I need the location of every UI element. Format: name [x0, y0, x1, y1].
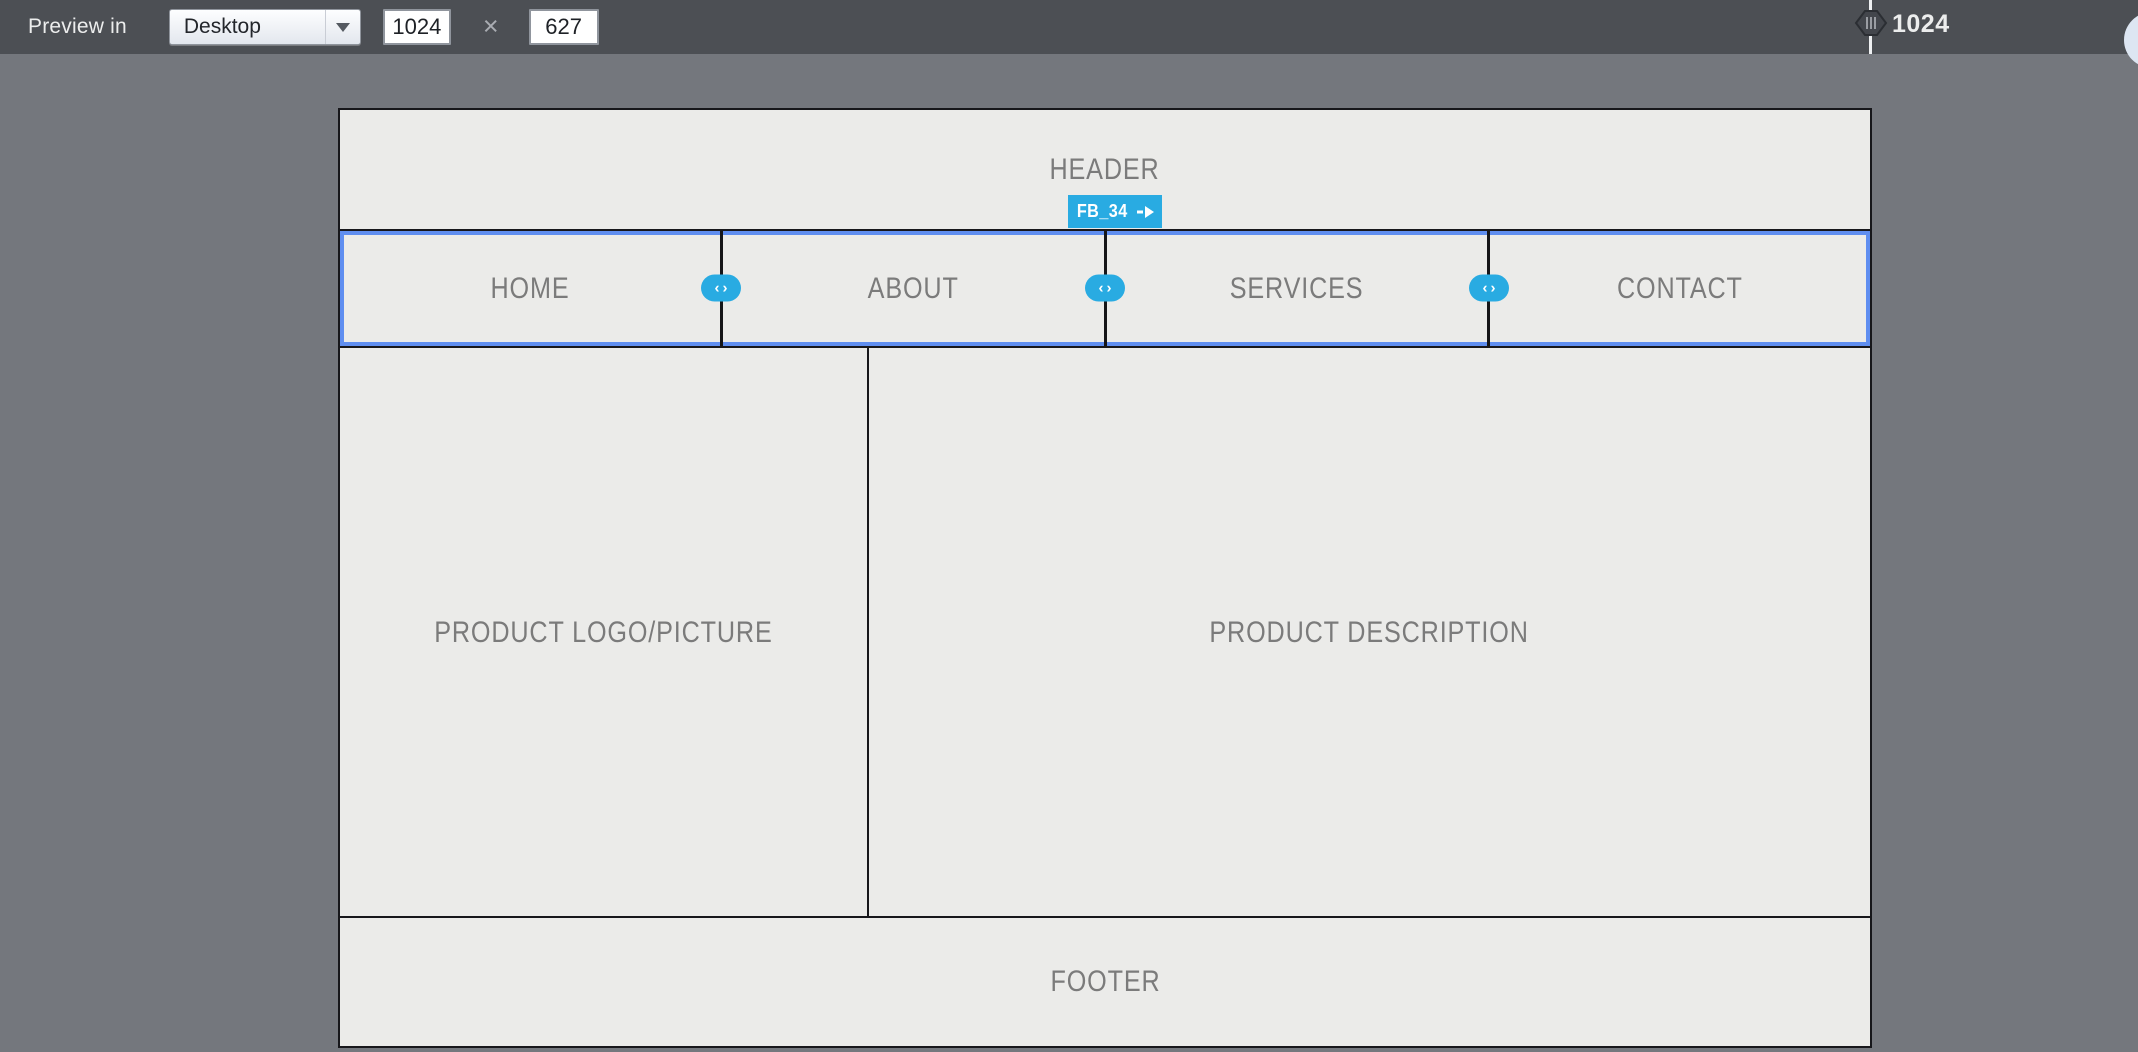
breakpoint-drag-handle[interactable]	[1847, 7, 1895, 39]
product-description-label: PRODUCT DESCRIPTION	[1209, 616, 1530, 649]
times-symbol: ×	[482, 10, 499, 41]
preview-toolbar: Preview in Desktop × 1024	[0, 0, 2138, 68]
chain-link-icon[interactable]: ‹›	[1085, 274, 1125, 302]
grip-hexagon-icon	[1854, 10, 1888, 36]
height-input[interactable]	[528, 9, 599, 45]
nav-item-label: HOME	[490, 271, 570, 305]
chain-link-icon[interactable]: ‹›	[1469, 274, 1509, 302]
device-select[interactable]: Desktop	[168, 9, 361, 45]
footer-block[interactable]: FOOTER	[338, 916, 1872, 1048]
nav-item-home[interactable]: HOME	[340, 231, 724, 346]
chevron-down-icon	[324, 10, 360, 44]
preview-in-label: Preview in	[28, 15, 127, 38]
nav-block[interactable]: HOME ABOUT SERVICES CONTACT	[338, 229, 1872, 348]
nav-item-label: ABOUT	[867, 271, 959, 305]
ruler-marker-value: 1024	[1892, 10, 1950, 38]
arrow-right-icon	[1137, 205, 1155, 218]
nav-item-label: SERVICES	[1229, 271, 1364, 305]
footer-label: FOOTER	[1049, 965, 1161, 998]
nav-item-about[interactable]: ABOUT	[723, 231, 1107, 346]
nav-item-services[interactable]: SERVICES	[1107, 231, 1490, 346]
device-select-value: Desktop	[183, 15, 261, 38]
header-label: HEADER	[1049, 152, 1161, 186]
product-description-block[interactable]: PRODUCT DESCRIPTION	[867, 346, 1872, 920]
nav-item-contact[interactable]: CONTACT	[1490, 231, 1870, 346]
corner-scrub-control[interactable]	[2124, 12, 2138, 68]
width-input[interactable]	[382, 9, 451, 45]
nav-item-label: CONTACT	[1616, 271, 1743, 305]
breakpoint-badge-label: FB_34	[1076, 201, 1128, 221]
product-logo-label: PRODUCT LOGO/PICTURE	[434, 616, 773, 649]
chain-link-icon[interactable]: ‹›	[701, 274, 741, 302]
breakpoint-badge[interactable]: FB_34	[1068, 195, 1162, 228]
product-logo-block[interactable]: PRODUCT LOGO/PICTURE	[338, 346, 869, 920]
